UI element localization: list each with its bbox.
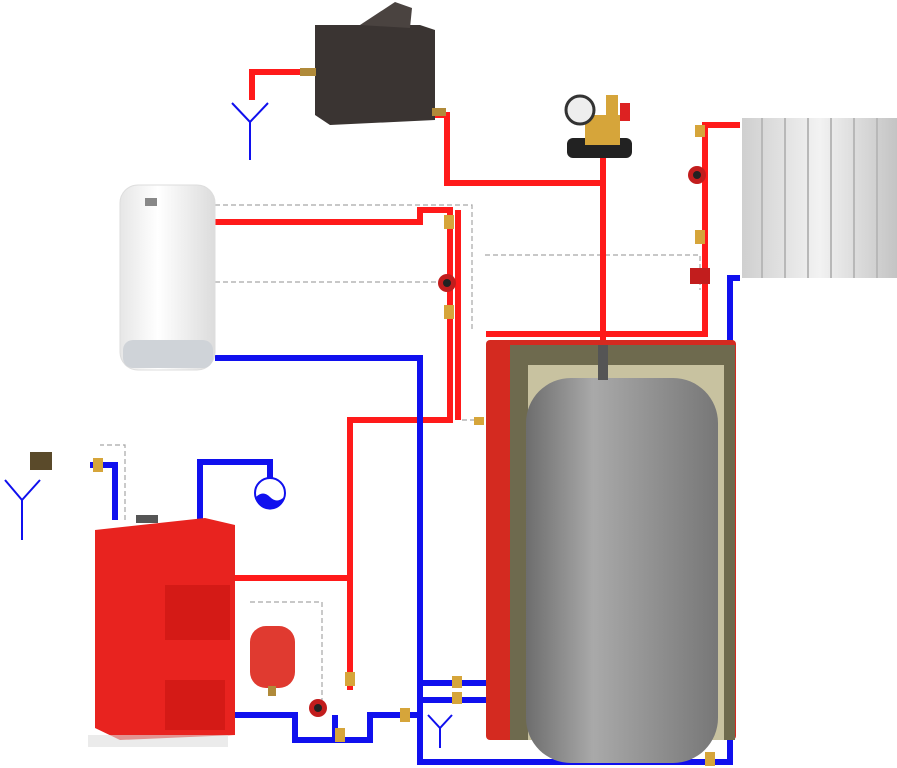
buffer-tank bbox=[486, 340, 736, 763]
expansion-vessel bbox=[250, 626, 295, 696]
heat-exchanger-hopper bbox=[300, 2, 446, 125]
pump-icon bbox=[688, 166, 706, 184]
safety-group bbox=[564, 94, 632, 158]
radiator bbox=[742, 118, 897, 278]
pump-icon bbox=[438, 274, 456, 292]
expansion-open-tank-icon bbox=[254, 477, 286, 510]
drain-funnel-icon bbox=[4, 479, 41, 540]
valve-icon bbox=[690, 268, 710, 284]
pressure-gauge-icon bbox=[564, 94, 596, 126]
valves bbox=[93, 125, 715, 766]
electric-water-heater bbox=[119, 184, 216, 371]
drain-funnel-icon bbox=[427, 714, 453, 748]
drain-funnel-icon bbox=[231, 102, 269, 160]
control-wires bbox=[100, 204, 701, 700]
solid-fuel-boiler bbox=[88, 515, 235, 747]
pump-icon bbox=[309, 699, 327, 717]
valve-icon bbox=[30, 452, 52, 470]
